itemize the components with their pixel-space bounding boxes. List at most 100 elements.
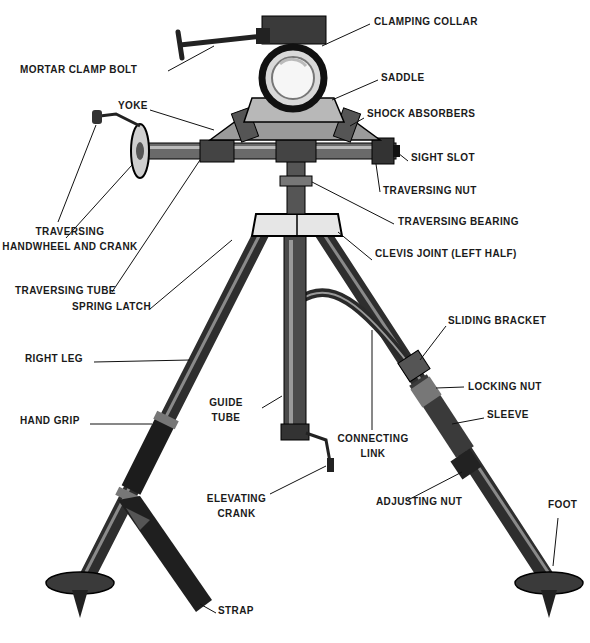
clamping-collar xyxy=(272,57,314,99)
elevating-crank xyxy=(306,433,330,462)
leader-lines xyxy=(350,118,364,126)
strap xyxy=(118,496,212,612)
part-label: SIGHT SLOT xyxy=(411,150,475,165)
leader-lines xyxy=(94,360,190,362)
hand-grip xyxy=(131,420,166,490)
hand-grip xyxy=(164,416,168,424)
clevis-joint xyxy=(296,214,298,236)
leader-lines xyxy=(372,330,373,430)
clamping-collar xyxy=(262,16,326,44)
leader-lines xyxy=(420,326,446,360)
leader-lines xyxy=(452,418,484,424)
part-label: TRAVERSING NUT xyxy=(383,183,477,198)
leader-lines xyxy=(58,24,558,613)
leader-lines xyxy=(312,182,394,224)
elevating-crank xyxy=(306,433,334,472)
adjusting-nut xyxy=(460,455,472,473)
elevating-crank xyxy=(327,458,334,472)
part-label: LOCKING NUT xyxy=(468,379,542,394)
part-label: ADJUSTING NUT xyxy=(376,494,462,509)
leader-lines xyxy=(338,232,372,260)
leader-lines xyxy=(58,125,96,222)
part-label: CLAMPING COLLAR xyxy=(374,14,478,29)
leader-lines xyxy=(150,110,214,130)
leader-lines xyxy=(168,46,214,71)
leader-lines xyxy=(270,466,326,494)
connecting-link xyxy=(300,293,412,368)
part-label: CLEVIS JOINT (LEFT HALF) xyxy=(375,246,517,261)
strap xyxy=(118,496,212,612)
part-label: GUIDE TUBE xyxy=(206,395,246,425)
leader-lines xyxy=(322,24,370,46)
feet xyxy=(72,590,88,618)
leader-lines xyxy=(553,518,558,566)
clamping-collar xyxy=(280,59,306,66)
part-label: FOOT xyxy=(548,497,577,512)
part-label: STRAP xyxy=(218,603,254,618)
leader-lines xyxy=(408,472,462,500)
leader-lines xyxy=(332,80,378,100)
part-label: YOKE xyxy=(118,98,148,113)
clevis-joint xyxy=(252,214,342,236)
leader-lines xyxy=(376,164,380,192)
leader-lines xyxy=(112,160,200,292)
traversing-tube xyxy=(148,138,396,162)
hand-grip xyxy=(126,416,168,500)
handwheel xyxy=(92,110,102,124)
left-leg xyxy=(86,232,262,575)
traversing-tube xyxy=(150,146,394,149)
connecting-link xyxy=(300,293,430,382)
traversing-nut xyxy=(393,145,400,157)
feet xyxy=(541,590,557,618)
part-label: ELEVATING CRANK xyxy=(200,491,273,521)
part-label: SPRING LATCH xyxy=(72,299,151,314)
part-label: TRAVERSING TUBE xyxy=(15,283,116,298)
traversing-nut xyxy=(372,138,400,164)
guide-tube xyxy=(281,424,309,440)
traversing-bearing xyxy=(280,176,312,186)
guide-tube xyxy=(281,236,309,440)
leader-lines xyxy=(398,153,408,161)
leader-lines xyxy=(262,396,282,408)
guide-tube xyxy=(284,236,306,428)
part-label: SADDLE xyxy=(381,70,425,85)
connecting-link xyxy=(398,350,430,382)
handwheel xyxy=(100,114,140,126)
sleeve xyxy=(418,380,465,452)
handwheel xyxy=(131,124,149,178)
leader-lines xyxy=(90,424,152,425)
handwheel xyxy=(136,142,144,160)
mortar-clamp-bolt xyxy=(178,32,182,58)
part-label: MORTAR CLAMP BOLT xyxy=(20,62,137,77)
adjusting-nut xyxy=(460,455,472,473)
strap xyxy=(126,508,150,530)
mortar-clamp-bolt xyxy=(178,28,270,58)
sleeve xyxy=(418,380,465,452)
traversing-tube xyxy=(148,143,396,159)
traversing-nut xyxy=(372,138,394,164)
mortar-clamp-bolt xyxy=(256,28,270,44)
leader-lines xyxy=(436,387,464,388)
part-label: TRAVERSING HANDWHEEL AND CRANK xyxy=(2,224,138,254)
leader-lines xyxy=(200,604,216,613)
clamping-collar xyxy=(262,47,324,109)
part-label: SLIDING BRACKET xyxy=(448,313,546,328)
right-leg xyxy=(325,236,548,572)
connecting-link xyxy=(300,293,412,368)
handwheel xyxy=(92,110,149,178)
part-label: HAND GRIP xyxy=(20,413,80,428)
guide-tube xyxy=(289,240,293,424)
leader-lines xyxy=(150,240,232,309)
sleeve xyxy=(420,383,432,401)
feet xyxy=(46,572,583,618)
traversing-tube xyxy=(276,138,316,162)
right-leg xyxy=(322,232,548,575)
part-label: SLEEVE xyxy=(487,407,529,422)
part-label: RIGHT LEG xyxy=(25,351,83,366)
part-label: CONNECTING LINK xyxy=(334,431,412,461)
clamping-collar xyxy=(262,16,326,109)
traversing-bearing xyxy=(280,158,312,214)
part-label: SHOCK ABSORBERS xyxy=(367,106,475,121)
clevis-joint xyxy=(252,214,342,236)
